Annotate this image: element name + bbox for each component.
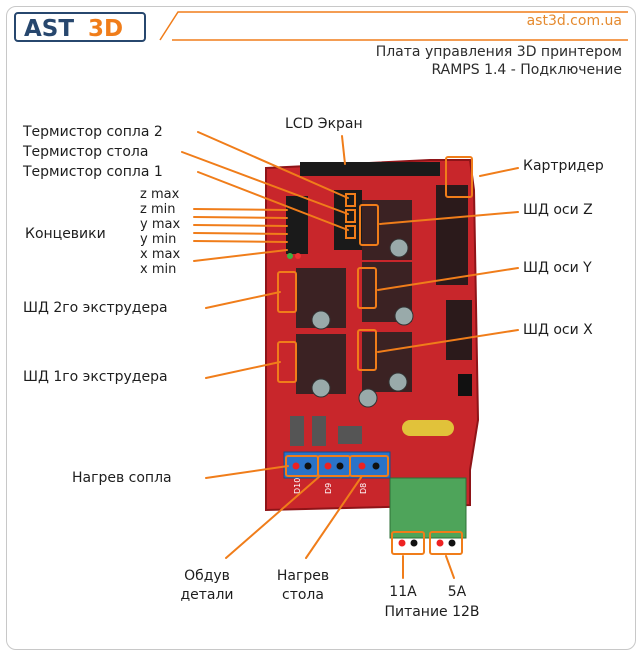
mosfet [338,426,362,444]
diagram-title-line2: RAMPS 1.4 - Подключение [431,62,622,78]
terminal-screw [372,462,380,470]
label-z-min: z min [140,202,176,217]
site-url[interactable]: ast3d.com.ua [526,13,622,29]
leader-fan [225,475,321,559]
header-slash [159,11,628,41]
label-endstops: Концевики [25,226,106,242]
leader-x-min [193,249,288,262]
label-drv-x: ШД оси X [523,322,593,338]
label-amp-5: 5А [447,584,467,600]
box-drv-y [357,267,377,309]
leader-x-max [193,240,288,243]
leader-card-reader [479,167,519,177]
terminal-screw [410,539,418,547]
terminal-screw [358,462,366,470]
label-drv-e2: ШД 2го экструдера [23,300,168,316]
ast3d-logo: AST 3D [14,12,146,42]
label-y-min: y min [140,232,177,247]
fuse [402,420,454,436]
mark-d8: D8 [359,483,368,494]
leader-nozzle-heat [205,465,289,479]
label-fan-line2: детали [180,587,234,603]
terminal-screw [324,462,332,470]
box-drv-z [359,204,379,246]
leader-5a [445,555,455,579]
terminal-screw [448,539,456,547]
leader-bed-heat [305,475,363,559]
box-card-reader [445,156,473,198]
box-d8 [349,455,389,477]
mark-d9: D9 [324,483,333,494]
led-green [287,253,293,259]
terminal-screw [336,462,344,470]
label-drv-z: ШД оси Z [523,202,593,218]
leader-drv-e2 [205,291,281,309]
label-y-max: y max [140,217,181,232]
capacitor [394,306,414,326]
label-therm-nozzle1: Термистор сопла 1 [23,164,163,180]
box-therm-1 [345,193,356,207]
label-lcd: LCD Экран [285,116,363,132]
label-fan-line1: Обдув [184,568,230,584]
leader-y-max [193,224,288,227]
leader-z-max [193,208,288,211]
logo-3d: 3D [88,16,123,42]
label-z-max: z max [140,187,180,202]
leader-drv-e1 [205,361,281,379]
leader-z-min [193,216,288,219]
leader-drv-z [379,211,519,225]
label-nozzle-heat: Нагрев сопла [72,470,172,486]
label-drv-e1: ШД 1го экструдера [23,369,168,385]
lcd-header [300,162,440,176]
label-x-max: x max [140,247,181,262]
mark-d10: D10 [293,478,302,494]
label-bed-heat-line2: стола [282,587,324,603]
logo-ast: AST [24,16,74,42]
leader-y-min [193,232,288,235]
mosfet [290,416,304,446]
capacitor [388,372,408,392]
right-header-bottom [446,300,472,360]
label-drv-y: ШД оси Y [523,260,592,276]
leader-therm-nozzle1 [197,171,349,231]
capacitor [311,378,331,398]
terminal-screw [304,462,312,470]
capacitor [389,238,409,258]
capacitor [358,388,378,408]
box-pwr-5a [429,531,463,555]
led-red [295,253,301,259]
box-therm-2 [345,209,356,223]
label-bed-heat-line1: Нагрев [276,568,330,584]
leader-drv-x [377,329,519,353]
label-therm-nozzle2: Термистор сопла 2 [23,124,163,140]
box-pwr-11a [391,531,425,555]
terminal-screw [436,539,444,547]
label-card-reader: Картридер [523,158,604,174]
mosfet [312,416,326,446]
diagram-title-line1: Плата управления 3D принтером [375,44,622,60]
endstop-header [286,196,308,254]
power-connector [389,477,467,539]
right-header-top [436,185,468,285]
box-therm-3 [345,225,356,239]
leader-therm-bed [181,151,349,215]
label-power: Питание 12В [384,604,480,620]
label-amp-11: 11А [389,584,417,600]
label-therm-bed: Термистор стола [23,144,149,160]
ramps-board [265,159,480,539]
reset-button [458,374,472,396]
leader-lcd [341,135,346,165]
leader-drv-y [377,267,519,291]
terminal-screw [398,539,406,547]
label-x-min: x min [140,262,177,277]
capacitor [311,310,331,330]
leader-therm-nozzle2 [197,131,349,199]
thermistor-header [334,190,362,250]
terminal-screw [292,462,300,470]
outer-frame [6,6,636,650]
box-drv-x [357,329,377,371]
